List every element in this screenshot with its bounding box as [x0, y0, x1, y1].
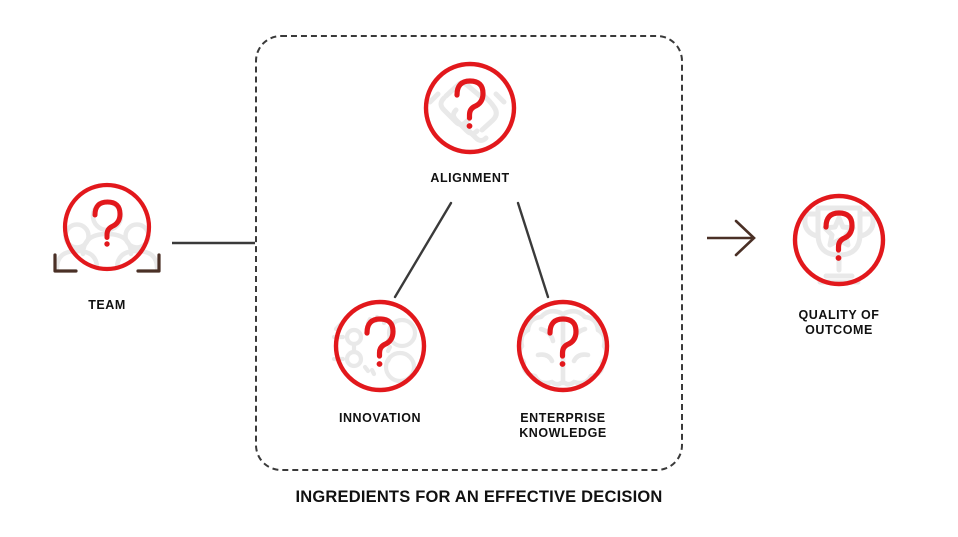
- alignment-watermark: [427, 80, 507, 143]
- node-alignment[interactable]: ALIGNMENT: [400, 58, 540, 186]
- team-badge: [36, 176, 178, 284]
- innovation-ring: [333, 299, 427, 393]
- node-enterprise-knowledge[interactable]: ENTERPRISE KNOWLEDGE: [493, 297, 633, 442]
- team-ring: [62, 182, 152, 272]
- node-label-quality-of-outcome: QUALITY OF OUTCOME: [798, 308, 880, 338]
- quality-of-outcome-badge: [760, 190, 918, 296]
- trophy-icon: [792, 193, 886, 287]
- quality-question-glyph: [823, 210, 855, 261]
- handshake-icon: [423, 61, 517, 155]
- diagram-caption: INGREDIENTS FOR AN EFFECTIVE DECISION: [295, 488, 663, 506]
- node-quality-of-outcome[interactable]: QUALITY OF OUTCOME: [760, 190, 918, 339]
- node-label-alignment: ALIGNMENT: [430, 171, 510, 185]
- node-label-innovation: INNOVATION: [338, 411, 422, 425]
- team-question-glyph: [92, 199, 123, 247]
- brain-icon: [516, 299, 610, 393]
- lightbulb-gear-icon: [331, 299, 427, 393]
- alignment-question-glyph: [454, 78, 486, 129]
- innovation-question-glyph: [364, 316, 396, 367]
- node-team[interactable]: TEAM: [36, 176, 178, 313]
- team-brackets: [53, 253, 161, 273]
- node-innovation[interactable]: INNOVATION: [310, 297, 450, 426]
- quality-ring: [792, 193, 886, 287]
- people-group-icon: [53, 182, 161, 273]
- node-label-team: TEAM: [88, 298, 126, 312]
- enterprise-question-glyph: [547, 316, 579, 367]
- alignment-ring: [423, 61, 517, 155]
- innovation-badge: [310, 297, 450, 397]
- enterprise-ring: [516, 299, 610, 393]
- alignment-badge: [400, 58, 540, 162]
- arrow-right-icon: [707, 219, 756, 257]
- ingredients-group-box: [255, 35, 683, 471]
- enterprise-knowledge-badge: [493, 297, 633, 397]
- node-label-enterprise-knowledge: ENTERPRISE KNOWLEDGE: [519, 411, 607, 441]
